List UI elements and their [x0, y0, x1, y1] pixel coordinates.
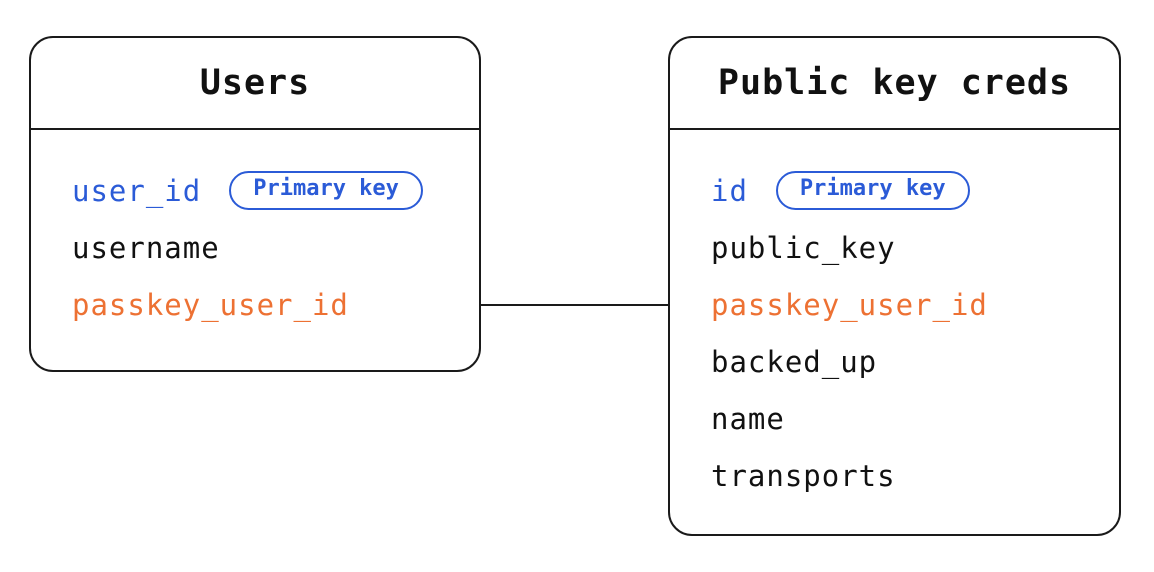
primary-key-badge: Primary key [775, 171, 970, 210]
field-row: username [72, 219, 479, 276]
field-row: passkey_user_id [72, 276, 479, 333]
field-row: transports [711, 447, 1119, 504]
relationship-line [481, 304, 668, 306]
field-row: backed_up [711, 333, 1119, 390]
field-name: name [711, 401, 785, 436]
field-id: id [711, 173, 748, 208]
field-row: passkey_user_id [711, 276, 1119, 333]
field-row: id Primary key [711, 162, 1119, 219]
entity-users-title: Users [31, 38, 479, 130]
entity-public-key-creds-title: Public key creds [670, 38, 1119, 130]
field-user-id: user_id [72, 173, 202, 208]
field-passkey-user-id: passkey_user_id [72, 287, 349, 322]
field-passkey-user-id: passkey_user_id [711, 287, 988, 322]
primary-key-badge: Primary key [229, 171, 423, 210]
entity-public-key-creds: Public key creds id Primary key public_k… [668, 36, 1121, 536]
field-row: name [711, 390, 1119, 447]
field-transports: transports [711, 458, 896, 493]
field-row: user_id Primary key [72, 162, 479, 219]
entity-users: Users user_id Primary key username passk… [29, 36, 481, 372]
entity-public-key-creds-fields: id Primary key public_key passkey_user_i… [670, 130, 1119, 504]
field-username: username [72, 230, 220, 265]
entity-users-fields: user_id Primary key username passkey_use… [31, 130, 479, 333]
field-backed-up: backed_up [711, 344, 878, 379]
field-public-key: public_key [711, 230, 896, 265]
field-row: public_key [711, 219, 1119, 276]
